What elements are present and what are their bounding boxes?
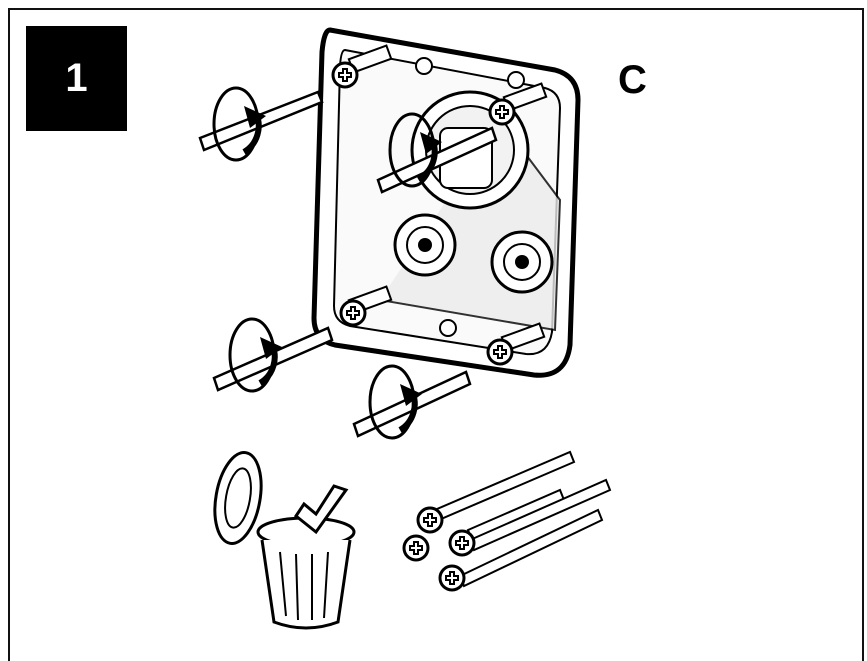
step-number: 1 [65,56,88,100]
diagram-frame [8,8,864,661]
step-number-badge: 1 [26,26,127,131]
port-left [393,213,457,277]
screwdriver-icon [352,366,472,438]
screwdriver-icon [212,319,334,391]
plate-screws [331,44,548,366]
trash-can-icon [213,451,356,630]
long-screw-icon [402,450,612,592]
port-right [490,230,554,294]
threaded-holes [415,57,525,337]
screwdriver-icon [376,114,498,194]
screwdriver-icon [198,88,324,160]
panel-letter: C [618,58,647,102]
